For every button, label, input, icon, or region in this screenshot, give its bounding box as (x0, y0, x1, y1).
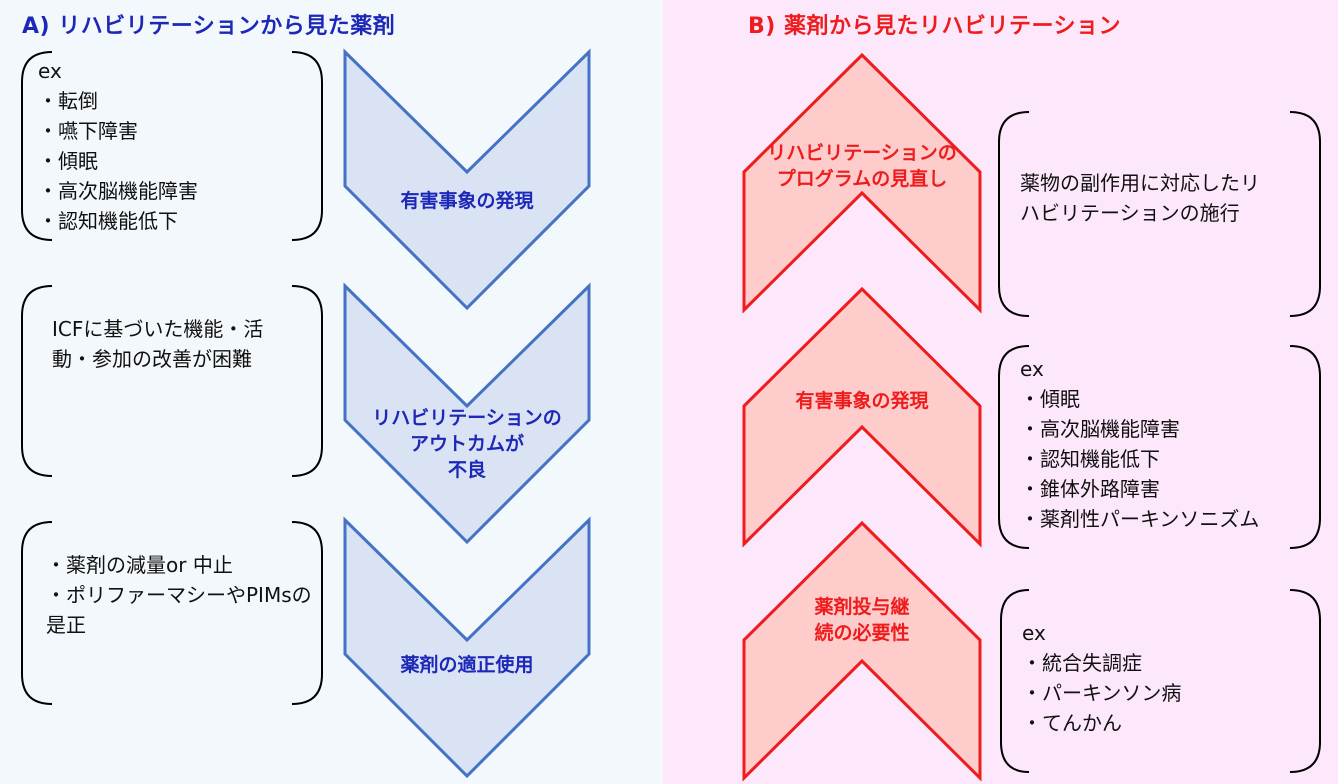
panel-a-chevron-2 (343, 282, 591, 545)
panel-b-chevron-1 (742, 52, 982, 314)
panel-b-chevron-2 (742, 286, 982, 548)
note-line: ・認知機能低下 (1020, 447, 1160, 471)
note-line: 薬物の副作用に対応したリ (1020, 171, 1260, 195)
chevron-label-line: 不良 (447, 459, 486, 481)
panel-b-bracket-3 (1000, 589, 1321, 773)
panel-b-chevron-3-label: 薬剤投与継 続の必要性 (744, 594, 980, 646)
note-line: ex (1020, 357, 1044, 381)
note-line: ICFに基づいた機能・活 (52, 317, 264, 341)
panel-b-chevron-3 (742, 520, 982, 782)
chevron-label-line: プログラムの見直し (776, 168, 948, 190)
note-line: ・高次脳機能障害 (38, 179, 198, 203)
note-line: ・薬剤性パーキンソニズム (1020, 507, 1260, 531)
chevron-label-line: 有害事象の発現 (795, 390, 929, 412)
note-line: ・転倒 (38, 89, 98, 113)
note-line: ・傾眠 (38, 149, 98, 173)
note-line: ・薬剤の減量or 中止 (46, 553, 233, 577)
panel-a-title: A) リハビリテーションから見た薬剤 (22, 14, 396, 39)
chevron-label-line: 続の必要性 (814, 622, 910, 644)
chevron-label-line: 薬剤投与継 (814, 596, 910, 618)
chevron-label-line: 有害事象の発現 (400, 190, 534, 212)
panel-a-note-2: ICFに基づいた機能・活 動・参加の改善が困難 (52, 314, 263, 374)
note-line: 是正 (46, 613, 86, 637)
note-line: ・パーキンソン病 (1022, 681, 1182, 705)
note-line: ・傾眠 (1020, 387, 1080, 411)
note-line: ex (38, 59, 62, 83)
panel-b-note-3: ex ・統合失調症 ・パーキンソン病 ・てんかん (1022, 618, 1181, 738)
panel-a-note-1: ex ・転倒 ・嚥下障害 ・傾眠 ・高次脳機能障害 ・認知機能低下 (38, 56, 198, 236)
note-line: ・嚥下障害 (38, 119, 138, 143)
note-line: ・てんかん (1022, 711, 1122, 735)
panel-a-bracket-1 (21, 51, 323, 241)
note-line: ・認知機能低下 (38, 209, 178, 233)
note-line: ex (1022, 621, 1046, 645)
note-line: 動・参加の改善が困難 (52, 347, 252, 371)
panel-a-note-3: ・薬剤の減量or 中止 ・ポリファーマシーやPIMsの 是正 (46, 550, 312, 640)
chevron-label-line: 薬剤の適正使用 (400, 654, 534, 676)
note-line: ・ポリファーマシーやPIMsの (46, 583, 312, 607)
note-line: ハビリテーションの施行 (1020, 201, 1240, 225)
panel-b-bracket-2 (998, 345, 1321, 549)
panel-a-chevron-2-label: リハビリテーションの アウトカムが 不良 (345, 405, 589, 483)
chevron-label-line: アウトカムが (409, 433, 524, 455)
panel-b-chevron-1-label: リハビリテーションの プログラムの見直し (744, 140, 980, 192)
panel-b-note-2: ex ・傾眠 ・高次脳機能障害 ・認知機能低下 ・錐体外路障害 ・薬剤性パーキン… (1020, 354, 1259, 534)
panel-a-bracket-2 (21, 285, 323, 477)
panel-a-chevron-3-label: 薬剤の適正使用 (345, 652, 589, 678)
panel-a-bracket-3 (21, 521, 323, 705)
panel-b-bracket-1 (998, 111, 1321, 317)
chevron-label-line: リハビリテーションの (372, 407, 562, 429)
panel-a-chevron-1 (343, 48, 591, 311)
note-line: ・高次脳機能障害 (1020, 417, 1180, 441)
chevron-label-line: リハビリテーションの (767, 142, 957, 164)
panel-b-title: B) 薬剤から見たリハビリテーション (748, 14, 1122, 39)
panel-a-chevron-3 (343, 516, 591, 779)
panel-b-chevron-2-label: 有害事象の発現 (744, 388, 980, 414)
panel-b-note-1: 薬物の副作用に対応したリ ハビリテーションの施行 (1020, 168, 1260, 228)
note-line: ・錐体外路障害 (1020, 477, 1160, 501)
note-line: ・統合失調症 (1022, 651, 1142, 675)
panel-a-chevron-1-label: 有害事象の発現 (345, 188, 589, 214)
